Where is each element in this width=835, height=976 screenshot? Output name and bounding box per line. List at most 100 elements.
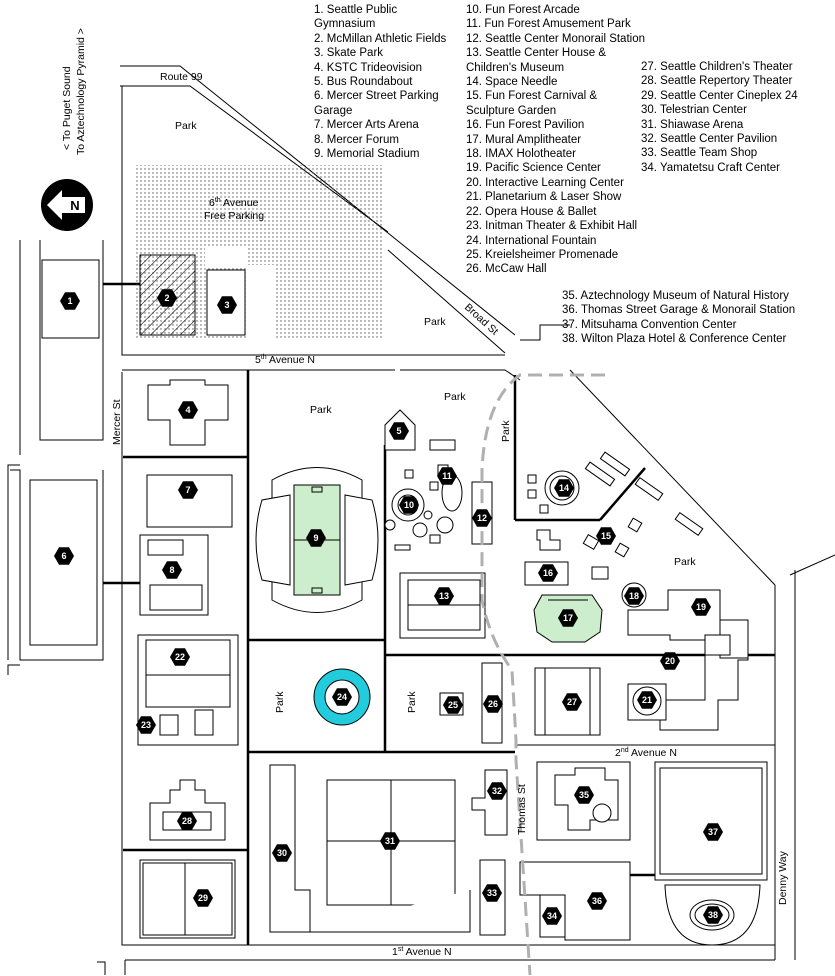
marker-hexagon-icon <box>472 509 492 527</box>
location-marker-5[interactable]: 5 <box>389 422 409 440</box>
marker-number: 8 <box>169 565 174 575</box>
marker-hexagon-icon <box>538 564 558 582</box>
second-ave-label: 2nd Avenue N <box>615 747 677 759</box>
marker-hexagon-icon <box>483 695 503 713</box>
park-label: Park <box>500 420 512 442</box>
location-marker-10[interactable]: 10 <box>399 496 419 514</box>
legend-entry: 1. Seattle Public <box>314 4 398 16</box>
location-marker-2[interactable]: 2 <box>157 289 177 307</box>
park-label: Park <box>674 556 696 568</box>
location-marker-19[interactable]: 19 <box>691 598 711 616</box>
marker-number: 36 <box>592 896 602 906</box>
marker-hexagon-icon <box>60 292 80 310</box>
legend-entry: 36. Thomas Street Garage & Monorail Stat… <box>562 304 796 317</box>
legend-entry: 4. KSTC Trideovision <box>314 61 423 74</box>
marker-hexagon-icon <box>217 296 237 314</box>
park-label: Park <box>274 691 286 713</box>
marker-hexagon-icon <box>177 812 197 830</box>
legend-entry: 15. Fun Forest Carnival & <box>466 90 598 103</box>
marker-number: 2 <box>164 293 169 303</box>
location-marker-7[interactable]: 7 <box>178 481 198 499</box>
garage-block-edge <box>10 469 104 661</box>
location-marker-14[interactable]: 14 <box>554 479 574 497</box>
mitsuhama-convention-center <box>654 761 768 881</box>
location-marker-36[interactable]: 36 <box>587 892 607 910</box>
location-marker-4[interactable]: 4 <box>178 401 198 419</box>
free-parking-label: Free Parking <box>204 210 264 222</box>
marker-number: 32 <box>492 786 502 796</box>
legend-entry: 12. Seattle Center Monorail Station <box>466 32 645 45</box>
legend-entry: 8. Mercer Forum <box>314 133 399 146</box>
location-marker-21[interactable]: 21 <box>637 691 657 709</box>
location-marker-9[interactable]: 9 <box>306 529 326 547</box>
legend-entry: 28. Seattle Repertory Theater <box>641 75 793 88</box>
park-label: Park <box>310 404 332 416</box>
location-marker-13[interactable]: 13 <box>434 587 454 605</box>
mercer-st-west <box>39 240 104 441</box>
monorail-line <box>480 373 605 976</box>
marker-hexagon-icon <box>487 782 507 800</box>
marker-hexagon-icon <box>399 496 419 514</box>
location-marker-25[interactable]: 25 <box>443 696 463 714</box>
marker-number: 24 <box>337 692 347 702</box>
marker-number: 22 <box>175 652 185 662</box>
location-marker-33[interactable]: 33 <box>482 884 502 902</box>
legend-entry: 33. Seattle Team Shop <box>641 147 758 160</box>
location-marker-34[interactable]: 34 <box>542 907 562 925</box>
location-marker-6[interactable]: 6 <box>54 547 74 565</box>
legend-entry: 24. International Fountain <box>466 234 597 247</box>
marker-hexagon-icon <box>272 844 292 862</box>
location-marker-27[interactable]: 27 <box>562 693 582 711</box>
location-marker-16[interactable]: 16 <box>538 564 558 582</box>
marker-hexagon-icon <box>170 648 190 666</box>
sw-corner-stub <box>97 961 106 975</box>
pacific-science-center <box>627 589 749 731</box>
location-marker-8[interactable]: 8 <box>162 561 182 579</box>
location-marker-22[interactable]: 22 <box>170 648 190 666</box>
marker-hexagon-icon <box>596 527 616 545</box>
marker-number: 11 <box>442 471 452 481</box>
location-marker-3[interactable]: 3 <box>217 296 237 314</box>
denny-way-label: Denny Way <box>777 850 789 905</box>
fifth-ave-south-edge-east <box>400 369 521 381</box>
denny-way-east <box>789 554 835 576</box>
location-marker-17[interactable]: 17 <box>558 609 578 627</box>
marker-hexagon-icon <box>624 587 644 605</box>
legend-entry: 32. Seattle Center Pavilion <box>641 133 778 146</box>
location-marker-20[interactable]: 20 <box>660 652 680 670</box>
location-marker-29[interactable]: 29 <box>193 889 213 907</box>
legend-entry: 26. McCaw Hall <box>466 263 547 276</box>
marker-hexagon-icon <box>660 652 680 670</box>
marker-number: 25 <box>448 700 458 710</box>
location-marker-23[interactable]: 23 <box>136 716 156 734</box>
location-marker-15[interactable]: 15 <box>596 527 616 545</box>
legend-entry: 5. Bus Roundabout <box>314 76 413 89</box>
location-marker-35[interactable]: 35 <box>574 786 594 804</box>
location-marker-28[interactable]: 28 <box>177 812 197 830</box>
marker-number: 5 <box>396 426 401 436</box>
marker-number: 17 <box>563 613 573 623</box>
location-marker-1[interactable]: 1 <box>60 292 80 310</box>
location-marker-38[interactable]: 38 <box>703 906 723 924</box>
marker-hexagon-icon <box>562 693 582 711</box>
marker-number: 13 <box>439 591 449 601</box>
location-marker-30[interactable]: 30 <box>272 844 292 862</box>
marker-number: 10 <box>404 500 414 510</box>
mercer-st-label: Mercer St <box>111 399 123 445</box>
location-marker-31[interactable]: 31 <box>380 832 400 850</box>
location-marker-37[interactable]: 37 <box>703 823 723 841</box>
marker-number: 31 <box>385 836 395 846</box>
location-marker-32[interactable]: 32 <box>487 782 507 800</box>
location-marker-11[interactable]: 11 <box>437 467 457 485</box>
location-marker-18[interactable]: 18 <box>624 587 644 605</box>
location-marker-12[interactable]: 12 <box>472 509 492 527</box>
legend-entry: 3. Skate Park <box>314 47 384 60</box>
road-fragment <box>520 324 570 341</box>
marker-hexagon-icon <box>178 481 198 499</box>
marker-number: 30 <box>277 848 287 858</box>
location-marker-26[interactable]: 26 <box>483 695 503 713</box>
location-marker-24[interactable]: 24 <box>332 688 352 706</box>
marker-number: 16 <box>543 568 553 578</box>
